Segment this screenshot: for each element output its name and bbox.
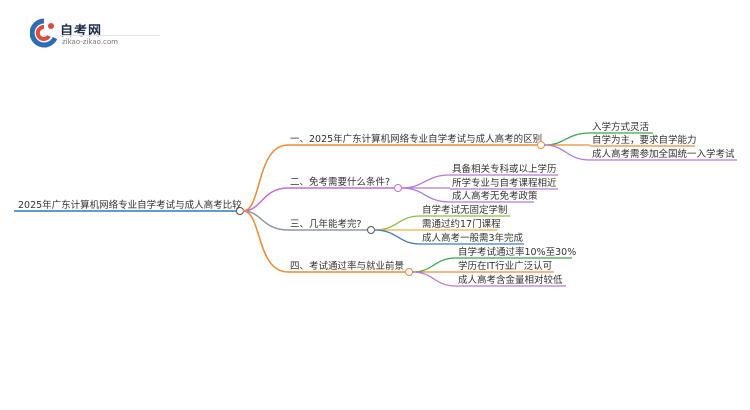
edge-b1-leaf3	[543, 144, 591, 161]
edge-b1-leaf1	[543, 132, 591, 146]
edge-b4-leaf1	[411, 257, 457, 273]
logo-emblem-icon	[30, 18, 58, 48]
edge-b3-leaf1	[373, 215, 421, 231]
b3-leaf2-label[interactable]: 需通过约17门课程	[422, 218, 501, 230]
site-logo[interactable]: 自考网 zikao-zikao.com	[30, 18, 170, 52]
b1-leaf3-label[interactable]: 成人高考需参加全国统一入学考试	[592, 148, 735, 160]
branch1-label[interactable]: 一、2025年广东计算机网络专业自学考试与成人高考的区别	[290, 133, 542, 145]
b2-leaf1-label[interactable]: 具备相关专科或以上学历	[452, 163, 557, 175]
edge-root-branch4	[242, 210, 289, 273]
b3-leaf3-label[interactable]: 成人高考一般需3年完成	[422, 232, 524, 244]
b1-leaf2-label[interactable]: 自学为主，要求自学能力	[592, 134, 697, 146]
b2-leaf3-label[interactable]: 成人高考无免考政策	[452, 190, 538, 202]
b4-leaf1-label[interactable]: 自学考试通过率10%至30%	[458, 246, 576, 258]
branch3-connector-dot	[367, 226, 375, 234]
edge-b4-leaf3	[411, 271, 457, 287]
logo-divider	[60, 35, 160, 36]
logo-url: zikao-zikao.com	[62, 38, 118, 46]
branch3-label[interactable]: 三、几年能考完?	[290, 218, 362, 230]
b1-leaf1-label[interactable]: 入学方式灵活	[592, 121, 650, 133]
branch4-label[interactable]: 四、考试通过率与就业前景	[290, 260, 404, 272]
branch4-connector-dot	[405, 268, 413, 276]
branch1-connector-dot	[537, 141, 545, 149]
root-node-label[interactable]: 2025年广东计算机网络专业自学考试与成人高考比较	[18, 199, 242, 211]
b2-leaf2-label[interactable]: 所学专业与自考课程相近	[452, 177, 557, 189]
b4-leaf3-label[interactable]: 成人高考含金量相对较低	[458, 274, 563, 286]
branch2-label[interactable]: 二、免考需要什么条件?	[290, 176, 390, 188]
edge-root-branch1	[242, 144, 289, 212]
b3-leaf1-label[interactable]: 自学考试无固定学制	[422, 204, 508, 216]
branch2-connector-dot	[394, 184, 402, 192]
edge-b3-leaf3	[373, 229, 421, 245]
edge-root-branch2	[242, 187, 289, 212]
b4-leaf2-label[interactable]: 学历在IT行业广泛认可	[458, 260, 552, 272]
root-connector-dot	[236, 207, 244, 215]
edge-b2-leaf1	[400, 174, 451, 189]
edge-b2-leaf3	[400, 187, 451, 203]
